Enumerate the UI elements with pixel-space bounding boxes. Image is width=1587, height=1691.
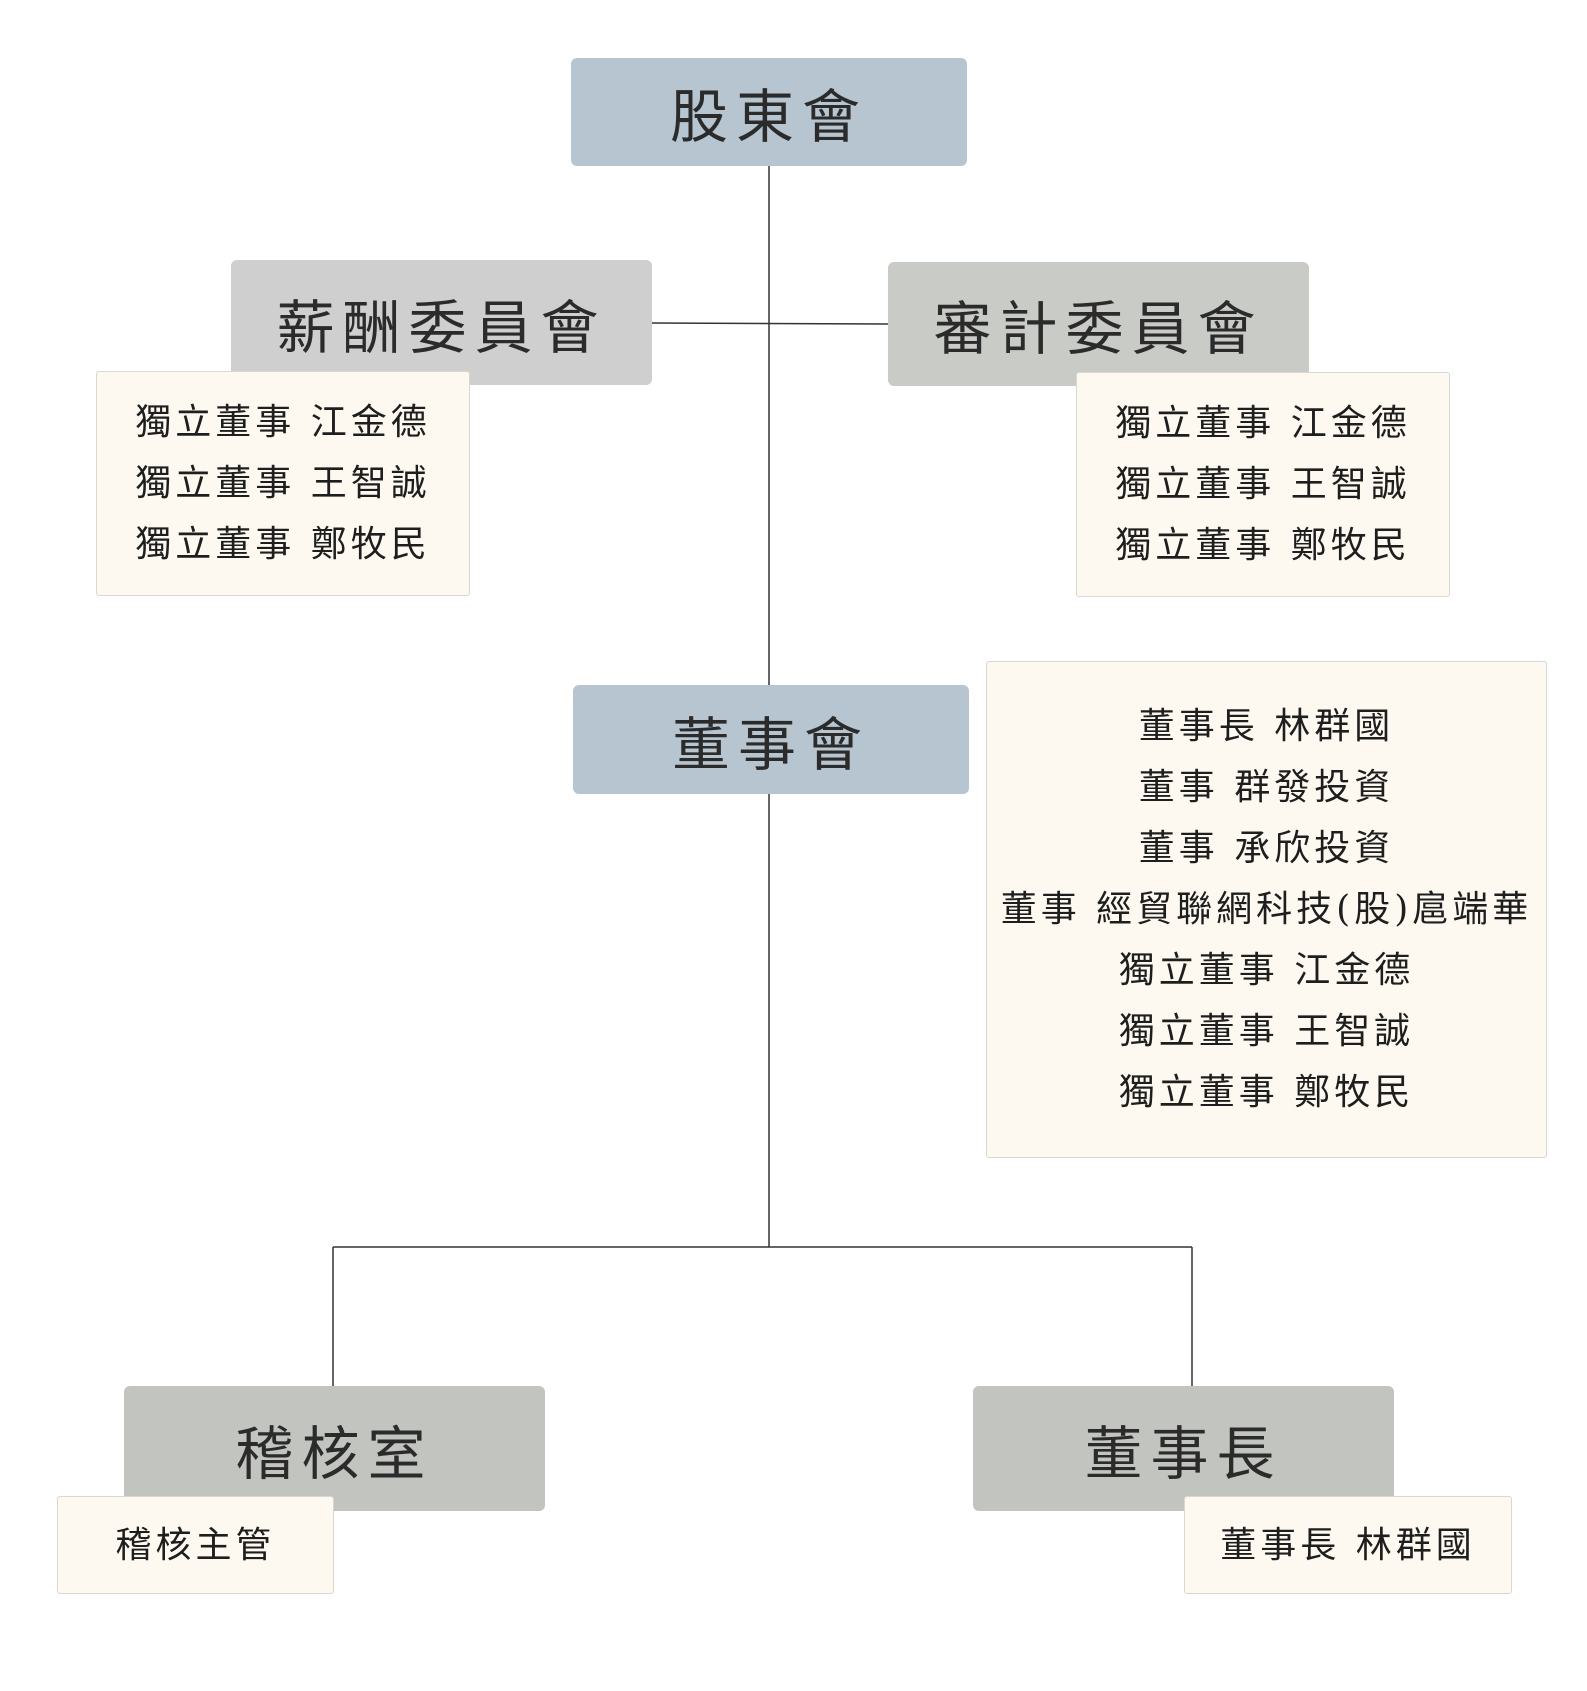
- chairman-members: 董事長 林群國: [1184, 1496, 1512, 1594]
- node-remuneration-committee: 薪酬委員會: [231, 260, 652, 385]
- audit-members: 獨立董事 江金德 獨立董事 王智誠 獨立董事 鄭牧民: [1076, 372, 1450, 597]
- member-line: 獨立董事 鄭牧民: [135, 524, 431, 565]
- member-line: 獨立董事 王智誠: [1115, 464, 1411, 505]
- connector-committees: [651, 322, 889, 325]
- member-line: 董事長 林群國: [1220, 1524, 1476, 1566]
- node-chairman: 董事長: [973, 1386, 1394, 1511]
- internal-audit-members: 稽核主管: [57, 1496, 334, 1594]
- member-line: 獨立董事 江金德: [1118, 950, 1415, 991]
- remuneration-members: 獨立董事 江金德 獨立董事 王智誠 獨立董事 鄭牧民: [96, 371, 470, 596]
- member-line: 獨立董事 鄭牧民: [1118, 1072, 1415, 1113]
- member-line: 稽核主管: [115, 1524, 276, 1566]
- node-shareholders: 股東會: [571, 58, 967, 166]
- member-line: 董事 承欣投資: [1138, 828, 1395, 869]
- board-members: 董事長 林群國 董事 群發投資 董事 承欣投資 董事 經貿聯網科技(股)扈端華 …: [986, 661, 1547, 1158]
- member-line: 董事長 林群國: [1138, 706, 1395, 747]
- member-line: 董事 經貿聯網科技(股)扈端華: [1000, 889, 1533, 930]
- member-line: 獨立董事 王智誠: [1118, 1011, 1415, 1052]
- member-line: 獨立董事 江金德: [1115, 403, 1411, 444]
- member-line: 獨立董事 江金德: [135, 402, 431, 443]
- node-internal-audit: 稽核室: [124, 1386, 545, 1511]
- member-line: 董事 群發投資: [1138, 767, 1395, 808]
- member-line: 獨立董事 王智誠: [135, 463, 431, 504]
- member-line: 獨立董事 鄭牧民: [1115, 525, 1411, 566]
- node-board: 董事會: [573, 685, 969, 794]
- node-audit-committee: 審計委員會: [888, 262, 1309, 386]
